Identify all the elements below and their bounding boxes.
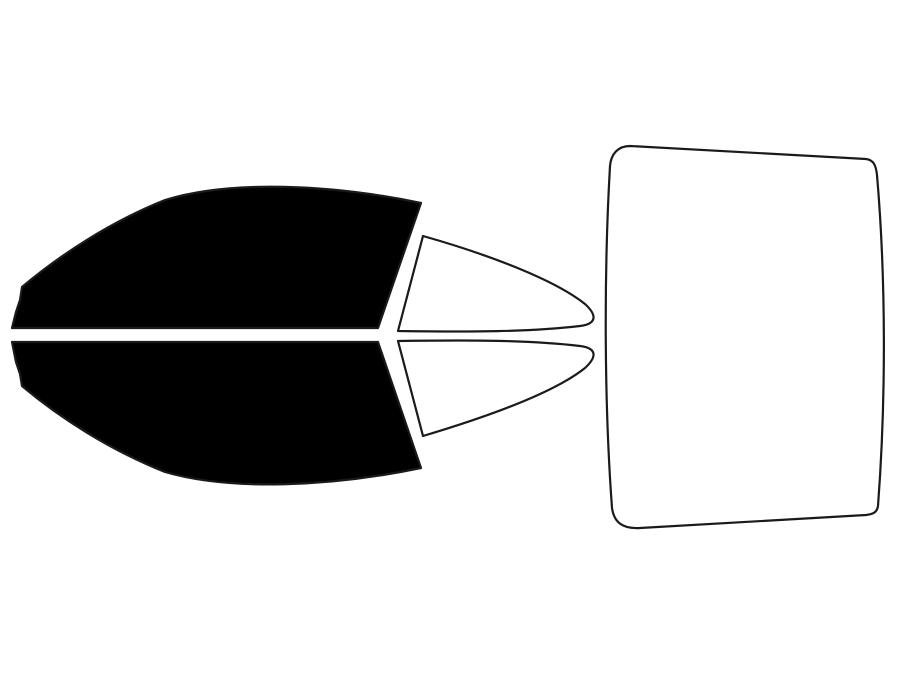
front-left-door-window (10, 185, 423, 330)
rear-right-quarter-window (396, 339, 595, 438)
front-right-door-window (10, 340, 423, 486)
rear-left-quarter-window (396, 234, 595, 333)
rear-windshield (604, 144, 885, 530)
